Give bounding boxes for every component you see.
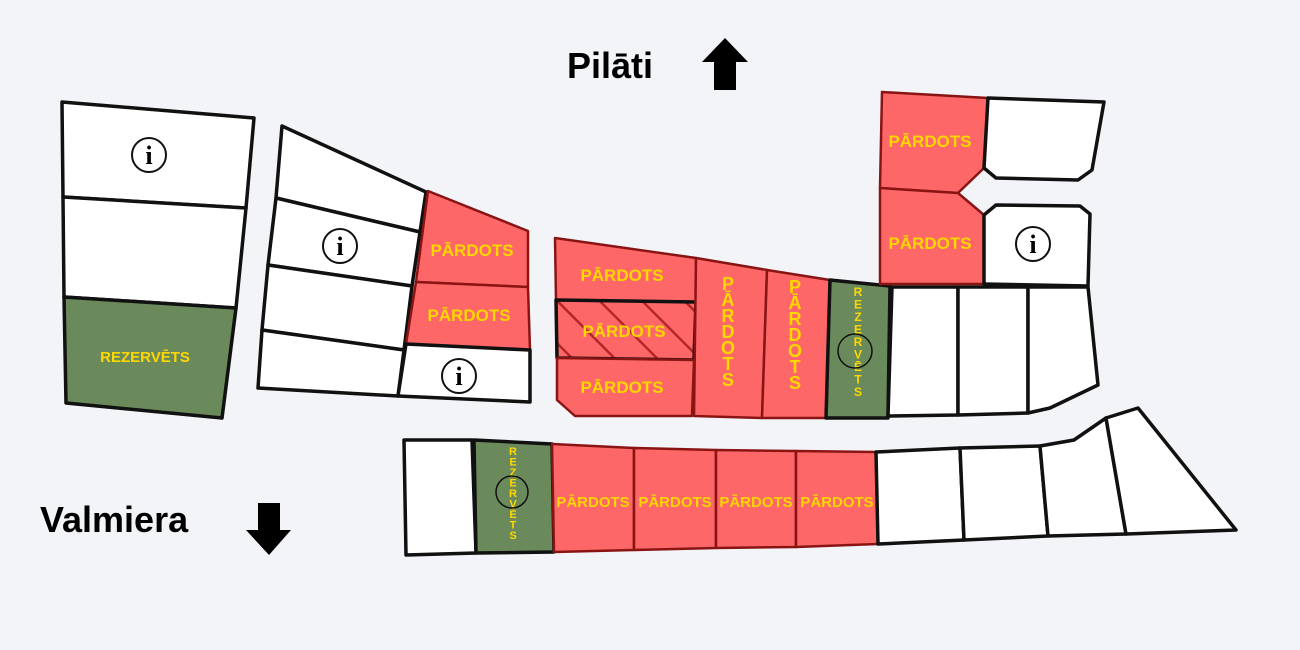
plot-label-sold: PĀRDOTS (800, 494, 873, 511)
plot-d3-sold[interactable] (555, 356, 696, 418)
plot-label-sold: PĀRDOTS (719, 494, 792, 511)
plot-d6-reserved[interactable] (824, 278, 892, 420)
plot-label-sold: PĀRDOTS (430, 241, 513, 260)
plot-label-sold: PĀRDOTS (580, 378, 663, 397)
plot-marker-circle (495, 475, 529, 509)
plot-e3[interactable] (982, 96, 1106, 182)
plot-label-sold: PĀRDOTS (582, 322, 665, 341)
plot-label-sold: PĀRDOTS (427, 306, 510, 325)
plot-c1-sold[interactable] (414, 189, 530, 289)
plot-d9[interactable] (1026, 285, 1100, 415)
svg-text:i: i (1029, 230, 1036, 259)
plot-label-sold: PĀRDOTS (888, 132, 971, 151)
plot-a3-reserved[interactable] (62, 295, 238, 420)
direction-label-north: Pilāti (567, 45, 653, 86)
plot-f1[interactable] (402, 438, 478, 557)
arrow-down-icon (246, 503, 291, 555)
svg-text:i: i (145, 141, 152, 170)
info-icon[interactable]: i (131, 137, 167, 173)
svg-text:i: i (455, 362, 462, 391)
plot-marker-circle (837, 333, 873, 369)
info-icon[interactable]: i (322, 228, 358, 264)
plot-d7[interactable] (886, 285, 960, 418)
plot-label-sold: PĀRDOTS (888, 234, 971, 253)
plot-label-reserved: REZERVĒTS (100, 349, 190, 366)
info-icon[interactable]: i (441, 358, 477, 394)
arrow-up-icon (702, 38, 748, 90)
plot-a2[interactable] (61, 195, 248, 310)
plot-label-sold: PĀRDOTS (580, 266, 663, 285)
plot-d8[interactable] (956, 285, 1030, 417)
plot-f10[interactable] (1104, 406, 1238, 536)
info-icon[interactable]: i (1015, 226, 1051, 262)
plot-f7[interactable] (874, 446, 966, 546)
direction-label-south: Valmiera (40, 499, 189, 540)
svg-text:i: i (336, 232, 343, 261)
plot-label-sold: PĀRDOTS (556, 494, 629, 511)
plot-label-sold: PĀRDOTS (638, 494, 711, 511)
plot-e1-sold[interactable] (878, 90, 990, 195)
plot-f8[interactable] (958, 444, 1050, 542)
